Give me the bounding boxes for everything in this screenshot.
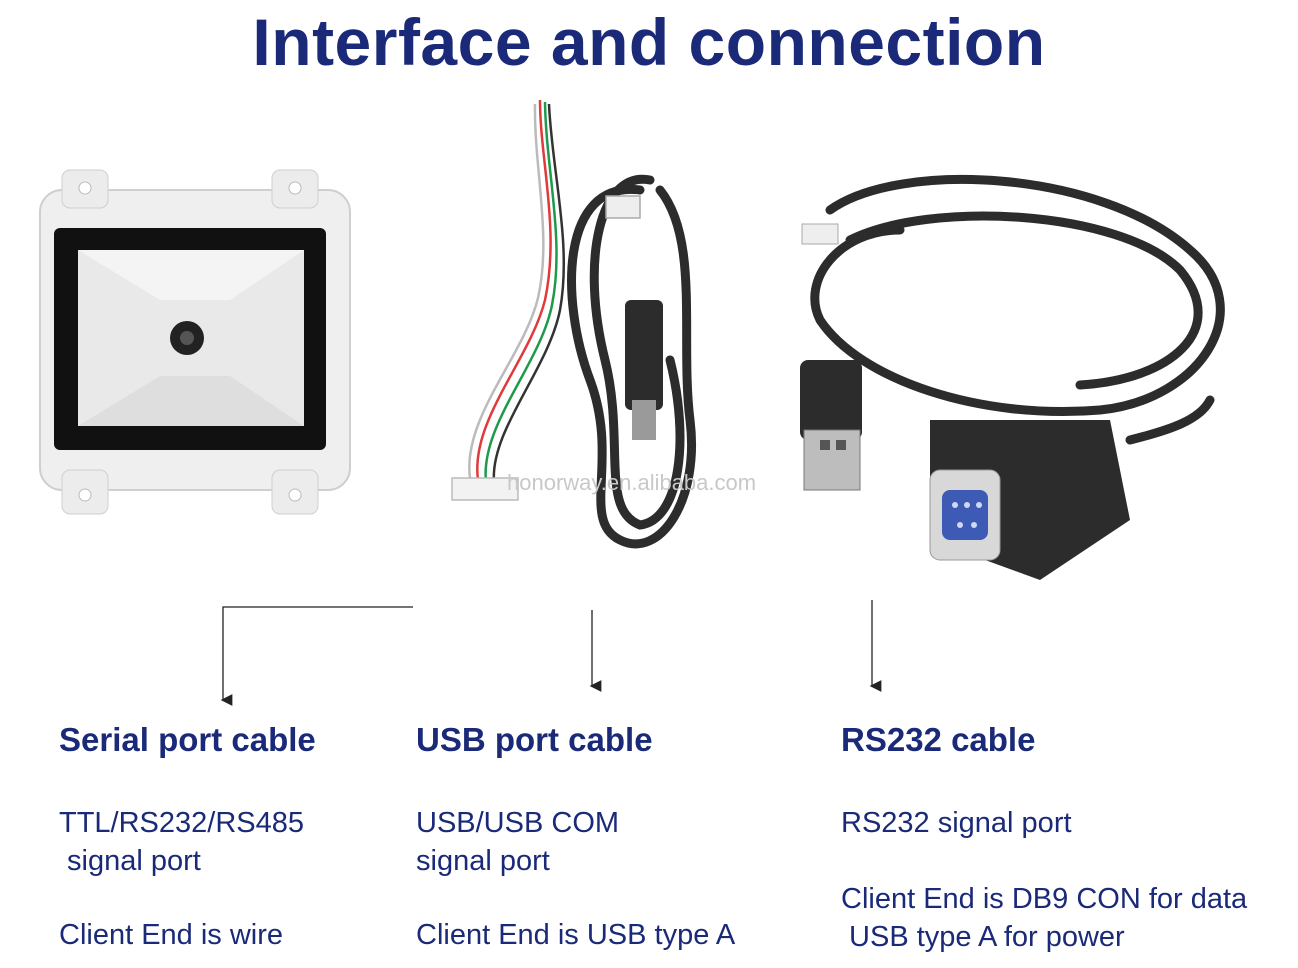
column-heading: Serial port cable [59,721,316,758]
serial-wire-cable-image [451,99,566,501]
serial-port-column: Serial port cable TTL/RS232/RS485 signal… [59,718,316,954]
watermark: honorway.en.alibaba.com [507,470,757,495]
signal-line: RS232 signal port [841,807,1072,839]
client-line: USB type A for power [841,921,1125,953]
rs232-column: RS232 cable RS232 signal port Client End… [841,718,1247,956]
connector-arrows [220,600,882,706]
usb-cable-image [567,174,696,549]
client-line: Client End is USB type A [416,919,736,951]
client-line: Client End is DB9 CON for data [841,883,1248,915]
scanner-module-image [39,169,351,515]
client-line: Client End is wire [59,919,284,951]
usb-port-column: USB port cable USB/USB COM signal port C… [416,718,735,954]
page-title: Interface and connection [252,5,1046,79]
signal-line: signal port [59,845,201,877]
signal-line: TTL/RS232/RS485 [59,807,305,839]
signal-line: signal port [416,845,550,877]
column-heading: USB port cable [416,721,653,758]
signal-line: USB/USB COM [416,807,620,839]
rs232-db9-cable-image [800,175,1225,580]
column-heading: RS232 cable [841,721,1036,758]
